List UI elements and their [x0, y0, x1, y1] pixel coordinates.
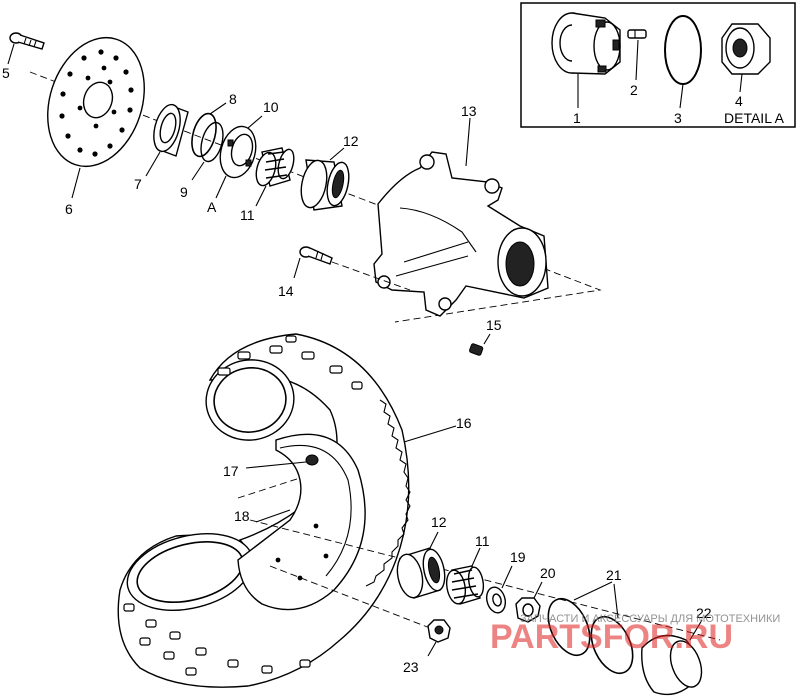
watermark-brand: PARTSFOR.RU — [490, 618, 733, 656]
part-10-hub-lock — [215, 115, 263, 199]
part-12-race-upper — [300, 147, 350, 211]
label-11-upper: 11 — [240, 207, 255, 223]
part-20-nut — [515, 581, 543, 623]
label-11-lower: 11 — [475, 533, 490, 549]
label-21: 21 — [606, 567, 622, 583]
label-15: 15 — [486, 317, 502, 333]
label-16: 16 — [456, 415, 472, 431]
part-19-washer — [485, 565, 513, 614]
label-22: 22 — [696, 605, 712, 621]
part-14-stud — [293, 246, 333, 279]
label-1: 1 — [573, 110, 581, 126]
label-2: 2 — [630, 82, 638, 98]
part-16-tire — [117, 333, 457, 688]
label-18: 18 — [234, 508, 250, 524]
label-10: 10 — [263, 99, 279, 115]
label-23: 23 — [403, 659, 419, 675]
stud-axis — [331, 261, 411, 291]
wheel-rim — [237, 433, 366, 611]
label-7: 7 — [134, 176, 142, 192]
part-15-screw — [469, 333, 491, 356]
part-8-ring — [191, 102, 227, 158]
detail-caption: DETAIL A — [724, 110, 785, 126]
part-12-race-lower — [396, 531, 446, 599]
part-17-valve — [245, 454, 319, 469]
detail-part-4-cap-nut — [721, 23, 771, 75]
label-17: 17 — [223, 463, 239, 479]
detail-a-inset: 1 2 3 4 DETAIL A — [520, 2, 796, 128]
watermark: ЗАПЧАСТИ И АКСЕССУАРЫ ДЛЯ МОТОТЕХНИКИ PA… — [490, 613, 780, 656]
label-a: A — [207, 199, 217, 215]
part-5-bolt — [7, 32, 45, 65]
part-9-ring — [191, 121, 224, 181]
label-13: 13 — [461, 103, 477, 119]
part-22-hub-cap — [641, 619, 703, 696]
part-23-lug-nut — [427, 619, 451, 657]
label-4: 4 — [735, 93, 743, 109]
part-7-seal — [145, 103, 189, 177]
label-5: 5 — [2, 65, 10, 81]
label-6: 6 — [65, 201, 73, 217]
label-8: 8 — [229, 91, 237, 107]
part-21-o-rings — [547, 581, 634, 675]
part-13-wheel-hub — [373, 117, 549, 317]
label-3: 3 — [674, 110, 682, 126]
lower-assembly-axis — [249, 519, 721, 641]
watermark-tagline: ЗАПЧАСТИ И АКСЕССУАРЫ ДЛЯ МОТОТЕХНИКИ — [520, 613, 780, 625]
detail-part-1-hub-lock — [551, 12, 621, 75]
label-12-upper: 12 — [343, 133, 359, 149]
lower-axis-2 — [269, 565, 431, 629]
label-14: 14 — [278, 283, 294, 299]
label-18-leader — [255, 509, 291, 523]
label-12-lower: 12 — [431, 514, 447, 530]
part-6-brake-disc — [47, 36, 145, 199]
label-19: 19 — [510, 549, 526, 565]
label-20: 20 — [540, 565, 556, 581]
label-9: 9 — [180, 184, 188, 200]
upper-assembly-axis — [29, 71, 602, 323]
part-11-bearing-upper — [255, 147, 295, 207]
detail-part-2-pin — [627, 29, 647, 39]
part-11-bearing-lower — [445, 547, 485, 605]
valve-axis — [237, 477, 301, 499]
